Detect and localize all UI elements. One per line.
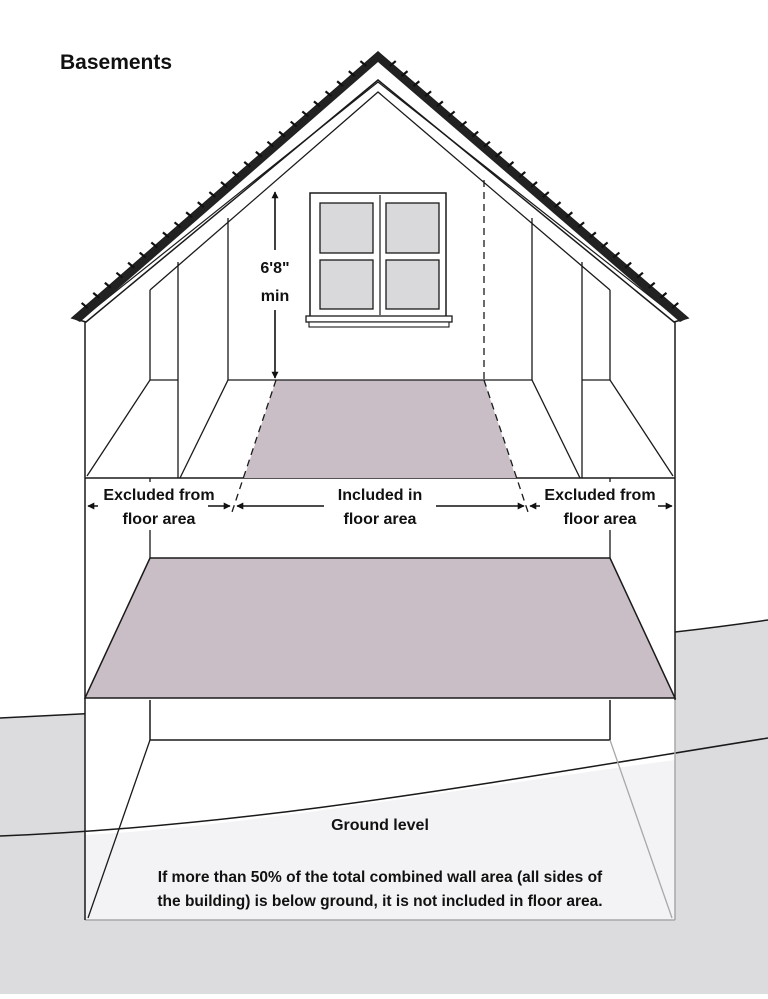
roof-shingle-tick — [80, 302, 89, 309]
main-floor-included-area — [83, 557, 677, 699]
roof-shingle-tick — [348, 70, 356, 77]
basement-back-wall — [149, 700, 611, 741]
roof-shingle-tick — [243, 161, 251, 168]
window-sill — [305, 315, 453, 323]
attic-floor-left-edge — [179, 379, 229, 479]
basement-note-line1: If more than 50% of the total combined w… — [158, 869, 603, 886]
roof-shingle-tick — [104, 281, 112, 289]
roof-shingle-tick — [612, 251, 621, 259]
roof-shingle-tick — [589, 231, 597, 239]
roof-shingle-tick — [400, 70, 409, 77]
window-pane-bottom-right — [385, 259, 440, 310]
excluded-right-line1: Excluded from — [544, 487, 655, 504]
roof-shingle-tick — [255, 150, 263, 158]
basement-below-ground-fill — [85, 760, 675, 920]
roof-shingle-tick — [313, 100, 321, 108]
excluded-left-line1: Excluded from — [103, 487, 214, 504]
excluded-left-line2: floor area — [123, 511, 196, 528]
window-sill-base — [308, 321, 450, 328]
roof-shingle-tick — [162, 231, 170, 239]
roof-shingle-tick — [127, 261, 135, 269]
window-pane-top-left — [319, 202, 374, 254]
attic-included-floor-area — [244, 380, 516, 478]
roof-shingle-tick — [647, 281, 656, 289]
roof-shingle-tick — [197, 201, 205, 208]
height-value-label: 6'8" — [260, 260, 289, 277]
roof-shingle-tick — [530, 181, 538, 188]
roof-shingle-tick — [359, 60, 368, 67]
included-center-line2: floor area — [344, 511, 417, 528]
roof-shingle-tick — [494, 150, 503, 158]
roof-shingle-tick — [389, 60, 397, 67]
roof-shingle-tick — [553, 201, 562, 208]
left-eave-floor-edge — [86, 379, 151, 477]
roof-shingle-tick — [636, 271, 644, 279]
ground-surface-line-right — [674, 619, 768, 633]
basement-right-edge — [609, 739, 673, 919]
roof-shingle-tick — [565, 211, 574, 219]
roof-shingle-tick — [424, 90, 432, 98]
height-unit-label: min — [261, 288, 289, 305]
roof-shingle-tick — [173, 221, 182, 229]
ceiling-line — [149, 91, 611, 291]
roof-shingle-tick — [324, 90, 333, 98]
included-center-line1: Included in — [338, 487, 422, 504]
roof-shingle-tick — [600, 241, 609, 249]
roof-shingle-tick — [266, 140, 275, 148]
roof-shingle-tick — [671, 302, 679, 309]
roof-shingle-tick — [150, 241, 159, 249]
roof-shingle-tick — [483, 140, 491, 148]
basement-left-edge — [87, 739, 151, 919]
roof-shingle-tick — [289, 120, 298, 128]
roof-shingle-tick — [138, 251, 147, 259]
roof-shingle-tick — [92, 292, 100, 299]
roof-shingle-tick — [208, 191, 217, 198]
roof-shingle-tick — [220, 181, 228, 188]
roof-shingle-tick — [624, 261, 632, 269]
window-pane-bottom-left — [319, 259, 374, 310]
ground-level-label: Ground level — [331, 817, 429, 834]
label-bg-right — [540, 482, 658, 530]
roof-shingle-tick — [506, 161, 515, 168]
roof-shingle-tick — [518, 171, 526, 178]
roof-shingle-tick — [447, 110, 456, 118]
roof-inner-fascia — [84, 81, 676, 317]
right-eave-floor-edge — [609, 379, 674, 477]
roof-shingle-tick — [115, 271, 124, 279]
roof-shingle-tick — [231, 171, 240, 178]
window-icon — [305, 192, 453, 328]
basement-note-line2: the building) is below ground, it is not… — [157, 893, 602, 910]
diagram-title: Basements — [60, 51, 172, 74]
roof-shingle-tick — [412, 80, 421, 88]
roof-shingle-tick — [459, 120, 468, 128]
roof-shingle-ticks — [80, 60, 679, 309]
label-bg-center — [324, 482, 436, 530]
excluded-right-line2: floor area — [564, 511, 637, 528]
roof-shingle-tick — [659, 292, 668, 299]
roof-shingle-tick — [542, 191, 550, 198]
window-pane-top-right — [385, 202, 440, 254]
roof-shingle-tick — [278, 130, 286, 138]
attic-floor-right-edge — [531, 379, 581, 479]
roof-shingle-tick — [301, 110, 310, 118]
ground-level-line — [0, 737, 768, 837]
roof-shingle-tick — [436, 100, 444, 108]
roof-shingle-tick — [336, 80, 344, 88]
roof-shingle-tick — [185, 211, 193, 219]
roof-shingle-tick — [577, 221, 585, 229]
label-bg-left — [98, 482, 208, 530]
roof-shingle-tick — [471, 130, 479, 138]
